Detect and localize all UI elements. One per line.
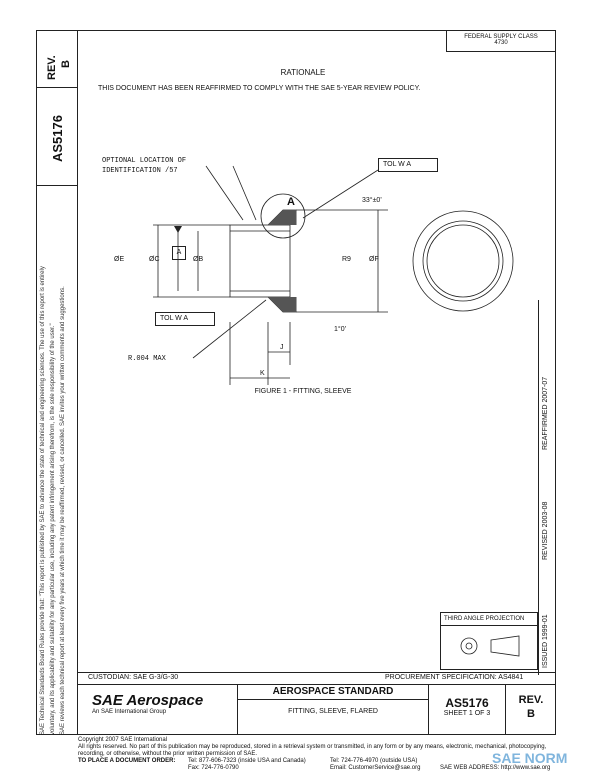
projection-label: THIRD ANGLE PROJECTION [441,613,537,626]
side-note-2: voluntary, and its applicability and sui… [50,323,56,735]
datum-a-label: A [176,249,182,256]
rev-cell [36,30,78,88]
tol-frame-top: TOL W A [378,158,438,172]
rationale-text: THIS DOCUMENT HAS BEEN REAFFIRMED TO COM… [98,85,421,92]
issued-date: ISSUED 1999-01 [542,614,549,668]
document-frame [36,30,556,735]
revised-date: REVISED 2003-08 [542,501,549,560]
left-title-strip [36,30,78,735]
rights-text-2: recording, or otherwise, without the pri… [78,751,258,757]
dim-c: ØC [149,256,160,263]
footer-rev-label: REV. [518,694,544,706]
footer-doc-number: AS5176 [445,696,489,710]
radius-note: R.004 MAX [128,355,166,363]
rev-label-vertical: REV. [46,55,58,80]
side-note-1: SAE Technical Standards Board Rules prov… [40,266,46,735]
projection-box: THIRD ANGLE PROJECTION [440,612,538,670]
right-date-strip [538,300,556,675]
part-title: FITTING, SLEEVE, FLARED [288,708,378,715]
dim-e: ØE [114,256,125,263]
copyright: Copyright 2007 SAE International [78,737,168,743]
tel-inside: Tel: 877-606-7323 (inside USA and Canada… [188,758,306,764]
email: Email: CustomerService@sae.org [330,765,421,771]
optional-location-label-1: OPTIONAL LOCATION OF [102,157,187,165]
fsc-box: FEDERAL SUPPLY CLASS 4730 [446,30,556,52]
procurement-label: PROCUREMENT SPECIFICATION: AS4841 [385,674,524,681]
projection-symbol [460,635,520,657]
tol-frame-bottom-text: TOL W A [160,315,189,322]
fax: Fax: 724-776-0790 [188,765,239,771]
dim-j: J [280,344,284,351]
doc-number-cell [36,88,78,186]
brand-cell: SAE Aerospace An SAE International Group [78,684,238,735]
sheet-number: SHEET 1 OF 3 [443,710,491,717]
web-address: SAE WEB ADDRESS: http://www.sae.org [440,765,551,771]
doc-number-block: AS5176 SHEET 1 OF 3 [428,684,506,735]
brand-sub: An SAE International Group [92,709,167,715]
order-label: TO PLACE A DOCUMENT ORDER: [78,758,176,764]
dim-f: ØF [369,256,379,263]
custodian-row [78,672,556,684]
view-a-label: A [287,196,295,208]
tol-frame-top-text: TOL W A [383,161,412,168]
dim-b: ØB [193,256,204,263]
figure-caption: FIGURE 1 - FITTING, SLEEVE [254,388,352,395]
doc-number-vertical: AS5176 [50,115,65,162]
watermark-sae-norm: SAE NORM [492,750,568,766]
custodian-label: CUSTODIAN: SAE G-3/G-30 [88,674,179,681]
side-note-3: SAE reviews each technical report at lea… [60,286,66,735]
rights-text: All rights reserved. No part of this pub… [78,744,547,750]
footer-rev-value: B [527,708,535,720]
fsc-value: 4730 [494,40,508,46]
brand-logo: SAE Aerospace [92,692,204,709]
standard-title: AEROSPACE STANDARD [238,686,428,700]
rev-value-vertical: B [60,60,72,68]
angle-label: 33°±0' [362,197,382,204]
title-block [78,684,556,735]
dim-angle2: 1°0' [334,326,346,333]
fitting-drawing [153,165,514,385]
reaffirmed-date: REAFFIRMED 2007-07 [542,376,549,450]
fsc-label: FEDERAL SUPPLY CLASS [464,34,538,40]
tol-frame-bottom: TOL W A [155,312,215,326]
dim-k: K [260,370,265,377]
optional-location-label-2: IDENTIFICATION /57 [102,167,178,175]
dim-r9: R9 [342,256,351,263]
tel-outside: Tel: 724-776-4970 (outside USA) [330,758,418,764]
datum-a-box: A [172,246,186,260]
rationale-title: RATIONALE [280,68,326,77]
